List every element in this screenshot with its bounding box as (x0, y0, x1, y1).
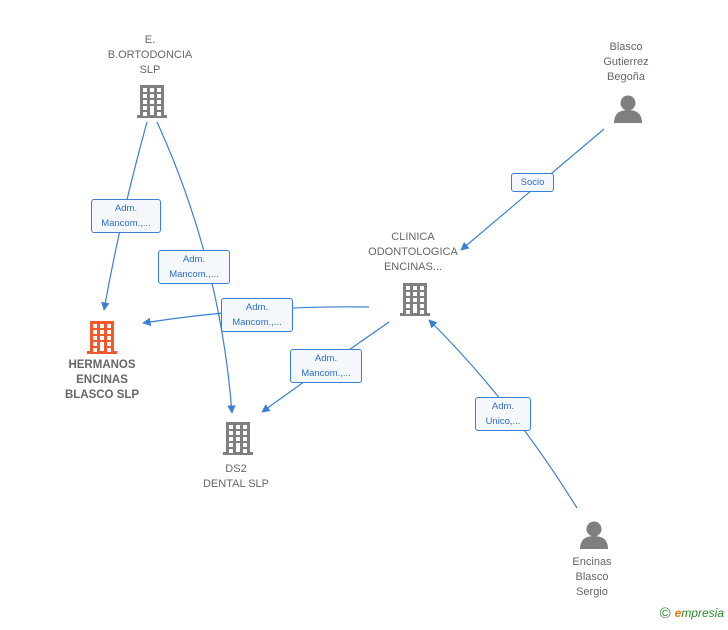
person-icon[interactable] (614, 95, 642, 124)
copyright-icon: © (659, 605, 671, 622)
node-label-co[interactable]: CLINICA ODONTOLOGICA ENCINAS... (368, 231, 458, 273)
edge-label-eb-he[interactable]: Adm. Mancom.,... (91, 199, 161, 233)
edge-label-eb-ds2[interactable]: Adm. Mancom.,... (158, 250, 230, 284)
building-icon[interactable] (87, 321, 117, 354)
node-label-es[interactable]: Encinas Blasco Sergio (572, 556, 612, 598)
node-label-bg[interactable]: Blasco Gutierrez Begoña (603, 41, 649, 83)
edge-label-co-he[interactable]: Adm. Mancom.,... (221, 298, 293, 332)
person-icon[interactable] (580, 521, 608, 550)
building-icon[interactable] (400, 283, 430, 316)
node-label-ds2[interactable]: DS2 DENTAL SLP (202, 463, 270, 490)
node-label-he[interactable]: HERMANOS ENCINAS BLASCO SLP (64, 359, 140, 401)
edge-label-bg-co[interactable]: Socio (511, 173, 554, 192)
edge-label-es-co[interactable]: Adm. Unico,... (475, 397, 531, 431)
building-icon[interactable] (137, 85, 167, 118)
node-label-eb[interactable]: E. B.ORTODONCIA SLP (107, 34, 193, 76)
building-icon[interactable] (223, 422, 253, 455)
empresia-logo[interactable]: ©empresia (659, 605, 724, 622)
edge-label-co-ds2[interactable]: Adm. Mancom.,... (290, 349, 362, 383)
